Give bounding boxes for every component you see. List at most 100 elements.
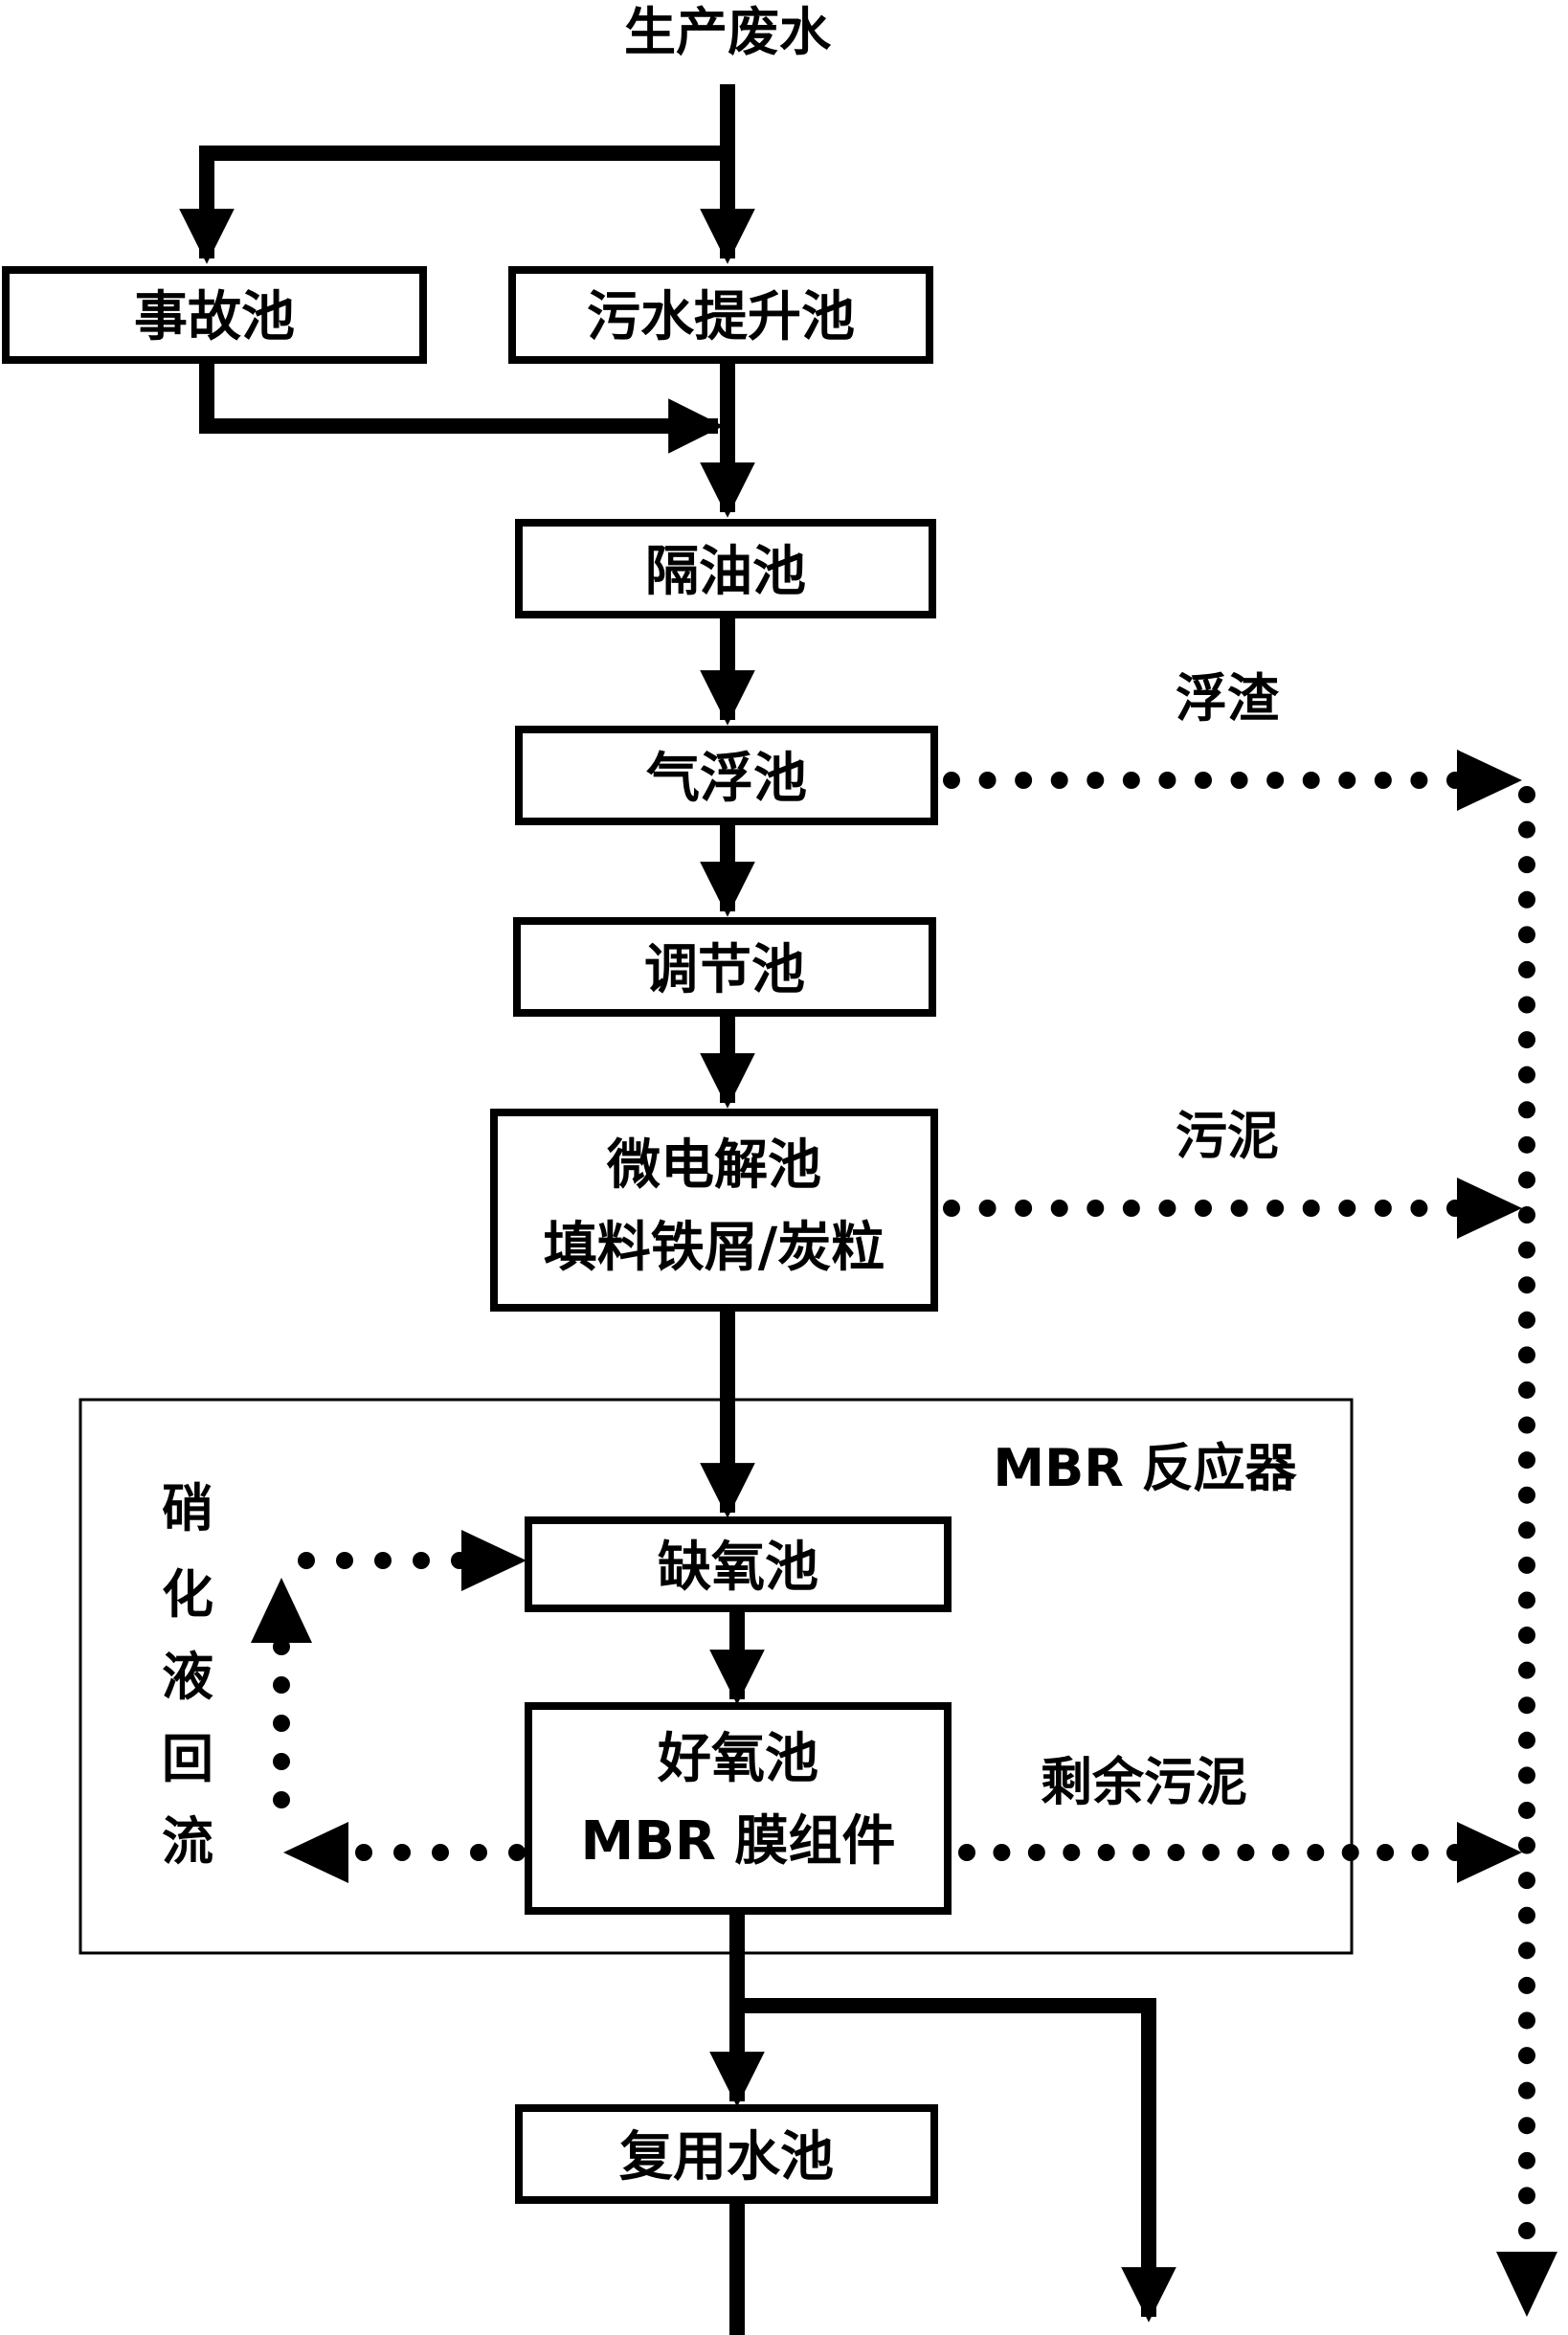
sludge-collector-dot [1518,1976,1535,1994]
sludge-line-dot [1050,1200,1068,1217]
sludge-collector-dot [1518,1276,1535,1294]
label-sludge: 污泥 [1176,1106,1279,1166]
sludge-collector-dot [1518,1661,1535,1679]
sludge-collector-dot [1518,1416,1535,1434]
sludge-collector-dot [1518,1346,1535,1364]
scum-line-dot [1158,772,1176,789]
reflux-line-dot [470,1844,487,1861]
reflux-char: 回 [162,1729,213,1789]
reflux-line-dot [273,1753,290,1770]
sludge-collector-dot [1518,820,1535,839]
scum-line-dot [1302,772,1320,789]
excess-sludge-line-dot [1167,1844,1185,1861]
excess-sludge-line-arrowhead [1457,1822,1522,1883]
main-flow [179,84,1176,2335]
sludge-collector-dot [1518,926,1535,944]
excess-sludge-line-dot [1237,1844,1255,1861]
sludge-collector-dot [1518,1486,1535,1504]
sludge-collector-dot [1518,1135,1535,1154]
reflux-line-dot [374,1552,392,1569]
sludge-collector-dot [1518,2011,1535,2030]
flow-accident-to-main [199,364,724,454]
reflux-char: 流 [162,1811,213,1872]
node-lift-pool: 污水提升池 [508,266,933,364]
node-label-line-1: 微电解池 [606,1134,821,1197]
sludge-collector-dot [1518,1066,1535,1084]
reflux-line-dot [508,1844,526,1861]
scum-line-dot [1195,772,1212,789]
scum-line-dot [1410,772,1428,789]
excess-sludge-line-dot [993,1844,1011,1861]
sludge-collector-dot [1518,996,1535,1014]
node-equalization-tank: 调节池 [513,917,936,1017]
sludge-collector-dot [1518,1521,1535,1539]
excess-sludge-line-dot [1202,1844,1220,1861]
scum-line-dot [978,772,997,789]
node-label: 调节池 [644,939,805,1001]
sludge-collector-dot [1518,1556,1535,1574]
sludge-collector-dot [1518,2117,1535,2135]
mbr-reactor-frame [78,1398,1354,1955]
reflux-line-dot [355,1844,372,1861]
sludge-line-dot [1158,1200,1176,1217]
sludge-collector-dot [1518,1836,1535,1854]
label-scum: 浮渣 [1176,668,1280,729]
node-label: 隔油池 [645,541,806,603]
excess-sludge-line-dot [1063,1844,1081,1861]
sludge-collector-dot [1518,2081,1535,2099]
flow-branch-right [737,1998,1176,2323]
sludge-collector-dot [1518,1311,1535,1329]
sludge-line-dot [1302,1200,1320,1217]
sludge-collector-dot [1518,1906,1535,1924]
sludge-collector-dot [1518,1696,1535,1715]
sludge-line-arrowhead [1457,1178,1522,1239]
node-oil-separator: 隔油池 [515,519,936,618]
reflux-line-dot [413,1552,430,1569]
node-label: 事故池 [134,286,295,348]
excess-sludge-line-dot [1341,1844,1359,1861]
node-air-flotation: 气浮池 [515,726,938,825]
scum-line-dot [1086,772,1105,789]
node-label-line-2: 填料铁屑/炭粒 [544,1217,885,1279]
sludge-line-dot [1086,1200,1105,1217]
sludge-collector-dot [1518,2222,1535,2239]
sludge-line-dot [943,1200,960,1217]
excess-sludge-line-dot [1411,1844,1429,1861]
sludge-collector-dot [1518,890,1535,909]
reflux-char: 液 [162,1647,213,1707]
mbr-reactor-label: MBR 反应器 [993,1438,1297,1498]
sludge-line-dot [1338,1200,1356,1217]
node-aerobic-tank: 好氧池 MBR 膜组件 [525,1702,952,1915]
node-label-line-1: 好氧池 [657,1728,818,1790]
reflux-char: 硝 [162,1478,213,1538]
reflux-line-dot [432,1844,449,1861]
reflux-char: 化 [162,1564,213,1625]
sludge-line-dot [1122,1200,1140,1217]
reflux-line-dot [273,1715,290,1732]
node-label: 气浮池 [646,748,807,810]
sludge-collector-dot [1518,1381,1535,1399]
sludge-collector-dot [1518,2187,1535,2205]
sludge-collector-dot [1518,1801,1535,1819]
sludge-collector-dot [1518,1591,1535,1609]
node-label: 污水提升池 [587,286,855,348]
excess-sludge-line-dot [1271,1844,1289,1861]
sludge-line-dot [1410,1200,1428,1217]
sludge-collector-dot [1518,960,1535,978]
scum-line-dot [1338,772,1356,789]
dotted-flows [251,750,1557,2317]
sludge-collector-dot [1518,1206,1535,1224]
node-anoxic-tank: 缺氧池 [525,1516,952,1612]
sludge-collector-dot [1518,1241,1535,1259]
scum-line-dot [943,772,960,789]
label-excess-sludge: 剩余污泥 [1041,1752,1247,1812]
sludge-collector-dot [1518,2151,1535,2169]
sludge-line-dot [1266,1200,1285,1217]
sludge-collector-dot [1518,1171,1535,1189]
sludge-collector-dot [1518,2047,1535,2065]
scum-line-dot [1374,772,1392,789]
reflux-line-arrowhead [461,1530,526,1591]
sludge-line-dot [978,1200,997,1217]
excess-sludge-line-dot [1377,1844,1395,1861]
node-reuse-water-pool: 复用水池 [515,2104,938,2204]
